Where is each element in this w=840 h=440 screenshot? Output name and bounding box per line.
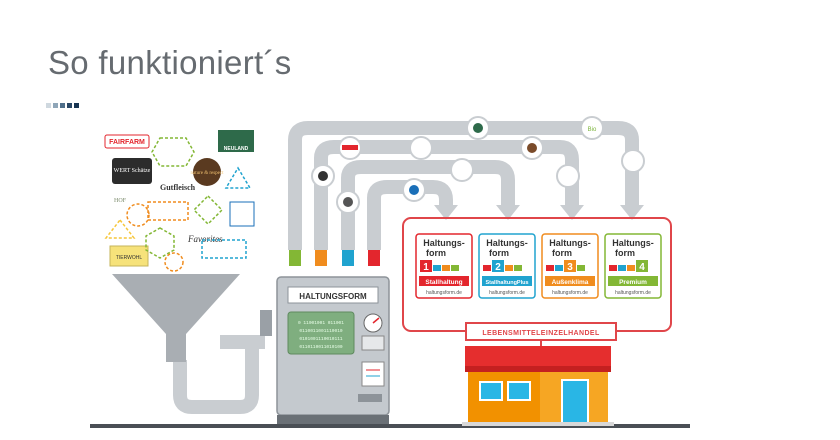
svg-text:form: form [615, 248, 635, 258]
svg-text:4: 4 [639, 262, 645, 273]
label-card-1: Haltungs- form 1 Stallhaltung haltungsfo… [415, 233, 473, 299]
display-line-2: 0110011001110010 [299, 328, 343, 334]
svg-text:Haltungs-: Haltungs- [549, 238, 591, 248]
badge-gutfleisch-icon [343, 197, 353, 207]
display-line-1: 0 11001001 011001 [298, 320, 344, 326]
svg-text:Außenklima: Außenklima [552, 279, 589, 286]
badge-wert-icon [318, 171, 328, 181]
shop-building [462, 346, 614, 426]
svg-text:haltungsform.de: haltungsform.de [426, 290, 462, 296]
pipe-stub-green [289, 250, 301, 266]
svg-text:Haltungs-: Haltungs- [612, 238, 654, 248]
svg-text:haltungsform.de: haltungsform.de [615, 290, 651, 296]
label-card-2: Haltungs- form 2 StallhaltungPlus haltun… [478, 233, 536, 299]
brand-logo-cluster: FAIRFARM NEULAND WERT Schätze nature & r… [104, 130, 255, 267]
svg-text:3: 3 [567, 262, 573, 273]
logo-favorites: Favorites [187, 234, 223, 244]
illustration-svg: Bio FAIRFARM NEULAND WERT Schätze nature… [90, 116, 690, 428]
logo-gutfleisch: Gutfleisch [160, 183, 196, 192]
label-card-3: Haltungs- form 3 Außenklima haltungsform… [541, 233, 599, 299]
svg-text:form: form [426, 248, 446, 258]
pipe-stub-red [368, 250, 380, 266]
svg-text:1: 1 [423, 262, 429, 273]
logo-neuland: NEULAND [224, 146, 249, 152]
logo-fairfarm: FAIRFARM [109, 139, 145, 146]
svg-text:2: 2 [495, 262, 501, 273]
badge-nature-icon [527, 143, 537, 153]
svg-text:haltungsform.de: haltungsform.de [552, 290, 588, 296]
svg-text:form: form [489, 248, 509, 258]
svg-text:Stallhaltung: Stallhaltung [425, 279, 462, 286]
machine-label: HALTUNGSFORM [299, 292, 367, 301]
svg-text:Premium: Premium [619, 279, 647, 286]
pipe-badges [311, 116, 645, 214]
svg-text:haltungsform.de: haltungsform.de [489, 290, 525, 296]
placeholder-shapes [104, 137, 252, 272]
pipe-arrows [434, 205, 644, 220]
pipe-stub-blue [342, 250, 354, 266]
badge-qs-icon [409, 185, 419, 195]
svg-text:Haltungs-: Haltungs- [423, 238, 465, 248]
badge-neuland-icon [473, 123, 483, 133]
funnel-spout [166, 334, 186, 362]
ground-line [90, 424, 690, 428]
shop-sign-text: LEBENSMITTELEINZELHANDEL [482, 330, 600, 337]
logo-hof: HOF [114, 198, 127, 204]
slide-title: So funktioniert´s [48, 44, 292, 81]
badge-fairfarm-icon [342, 145, 358, 150]
title-accent [46, 103, 79, 108]
svg-text:form: form [552, 248, 572, 258]
pipe-stub-orange [315, 250, 327, 266]
sorting-machine: HALTUNGSFORM 0 11001001 011001 011001100… [260, 276, 390, 424]
svg-text:StallhaltungPlus: StallhaltungPlus [485, 280, 528, 286]
process-illustration: Bio FAIRFARM NEULAND WERT Schätze nature… [90, 110, 690, 435]
funnel [112, 274, 240, 334]
display-line-4: 0110110011010100 [299, 344, 343, 350]
label-card-4: Haltungs- form 4 Premium haltungsform.de [604, 233, 662, 299]
display-line-3: 0101001110010111 [299, 336, 343, 342]
logo-tierwohl: TIERWOHL [116, 255, 143, 261]
logo-wert-schaetze: WERT Schätze [114, 168, 151, 174]
svg-text:Haltungs-: Haltungs- [486, 238, 528, 248]
pipe-network [173, 121, 639, 414]
logo-nature-respect: nature & respect [190, 171, 224, 176]
badge-bio-text: Bio [588, 127, 597, 133]
